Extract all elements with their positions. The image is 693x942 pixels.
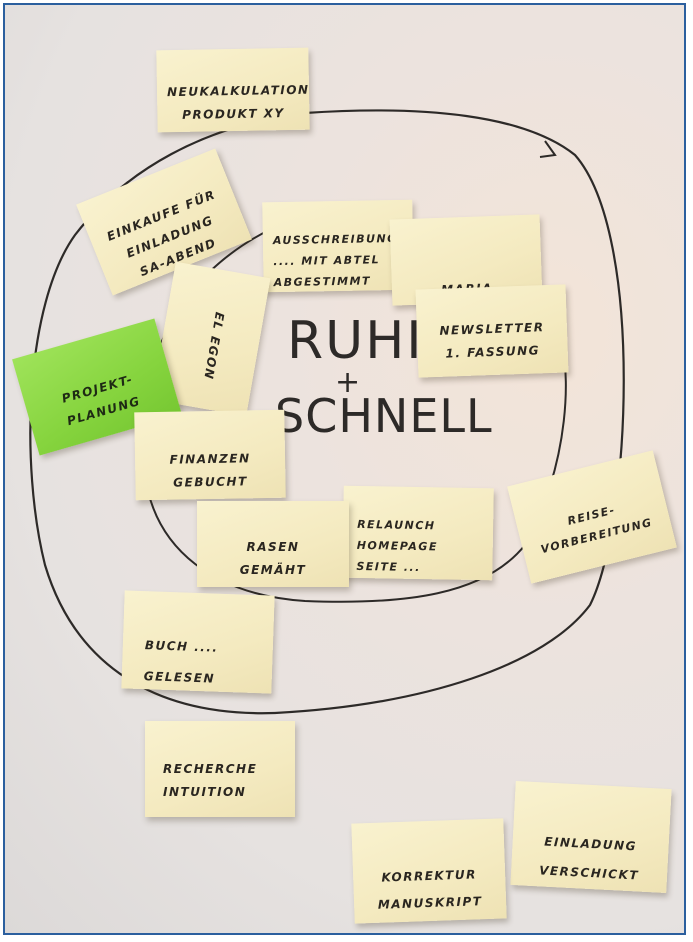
outer-loop-arrow — [539, 140, 557, 158]
sticky-note-text: KORREKTUR MANUSKRIPT — [377, 867, 483, 912]
sticky-note-text: RELAUNCH HOMEPAGE SEITE ... — [356, 517, 439, 574]
sticky-note-rasen: RASEN GEMÄHT — [197, 501, 349, 587]
sticky-note-neukalkulation: NEUKALKULATION PRODUKT XY — [156, 47, 310, 133]
sticky-note-text: REISE- VORBEREITUNG — [539, 503, 654, 556]
sticky-note-text: NEUKALKULATION PRODUKT XY — [166, 82, 310, 122]
sticky-note-korrektur: KORREKTUR MANUSKRIPT — [351, 818, 507, 924]
center-subtitle: SCHNELL — [275, 389, 493, 443]
sticky-note-text: AUSSCHREIBUNG .... MIT ABTEL ABGESTIMMT — [272, 231, 398, 289]
sticky-note-newsletter: NEWSLETTER 1. FASSUNG — [415, 284, 569, 378]
sticky-note-relaunch: RELAUNCH HOMEPAGE SEITE ... — [342, 485, 494, 581]
sticky-note-finanzen: FINANZEN GEBUCHT — [134, 409, 286, 501]
sticky-note-text: RASEN GEMÄHT — [239, 539, 307, 577]
sticky-note-text: RECHERCHE INTUITION — [163, 761, 258, 799]
sticky-note-text: BUCH .... GELESEN — [143, 638, 219, 686]
sticky-note-buch: BUCH .... GELESEN — [121, 590, 275, 694]
sticky-note-einladung: EINLADUNG VERSCHICKT — [510, 780, 672, 894]
sticky-note-text: FINANZEN GEBUCHT — [169, 451, 251, 490]
center-plus: + — [335, 365, 361, 400]
sticky-note-recherche: RECHERCHE INTUITION — [145, 721, 295, 817]
sticky-note-text: NEWSLETTER 1. FASSUNG — [439, 319, 545, 361]
sticky-note-text: EINLADUNG VERSCHICKT — [538, 834, 640, 883]
sticky-note-text: EL EGON — [201, 310, 227, 381]
sticky-note-text: PROJEKT- PLANUNG — [60, 371, 143, 428]
outer-loop — [29, 109, 625, 715]
photo-frame: RUHIG + SCHNELL NEUKALKULATION PRODUKT X… — [3, 3, 686, 935]
